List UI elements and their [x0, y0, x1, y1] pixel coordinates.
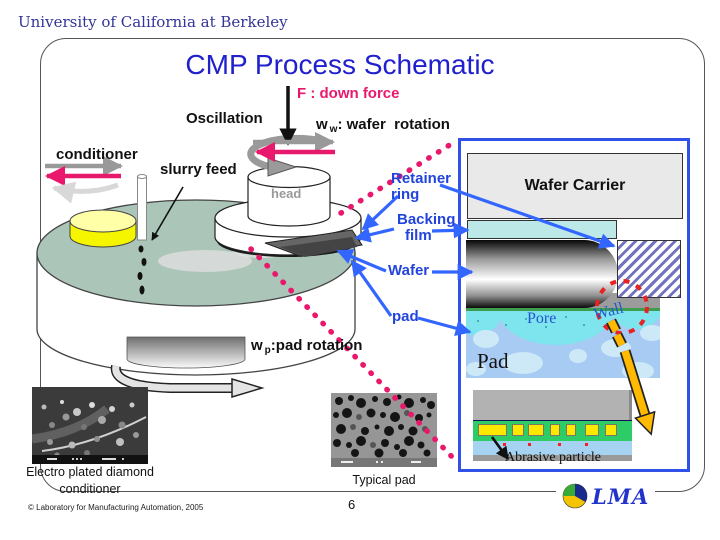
- pad-section-label: Pad: [477, 349, 509, 373]
- lma-logo-text: LMA: [592, 483, 650, 509]
- backing-film-line2: film: [405, 226, 432, 244]
- down-force-label: F : down force: [297, 85, 400, 102]
- wafer-carrier-box: Wafer Carrier: [467, 153, 683, 219]
- wall-zoom-arrow: [606, 318, 656, 436]
- oscillation-label: Oscillation: [186, 110, 263, 127]
- backing-film-callout: Backing film: [397, 212, 455, 244]
- wall-highlight-circle: [595, 279, 649, 335]
- pad-rotation-arrow: [110, 365, 265, 399]
- page-number: 6: [348, 497, 356, 512]
- institution-header: University of California at Berkeley: [18, 13, 288, 31]
- lma-pie-icon: [562, 483, 588, 509]
- abrasive-particle-pointer: [490, 436, 510, 461]
- sem-image-conditioner: [32, 387, 148, 464]
- lma-logo: LMA: [556, 483, 656, 509]
- head-label: head: [271, 186, 302, 201]
- callout-arrows: [336, 183, 616, 336]
- pad-image-caption: Typical pad: [352, 473, 416, 487]
- oscillation-arrows: [253, 131, 336, 163]
- retainer-ring-callout: Retainer ring: [391, 171, 451, 203]
- wafer-cross-section: [466, 240, 618, 308]
- sem-image-typical-pad: [331, 393, 437, 467]
- page-title: CMP Process Schematic: [185, 49, 495, 80]
- conditioner-oscillation-arrows: [44, 155, 124, 204]
- detail-wafer-block: [473, 390, 632, 420]
- wafer-carrier-label: Wafer Carrier: [524, 177, 626, 194]
- conditioner-label: conditioner: [56, 146, 138, 163]
- detail-film-layer: [473, 420, 632, 442]
- detail-slurry-layer: [473, 441, 632, 455]
- conditioner-image-caption: Electro plated diamond conditioner: [10, 464, 170, 498]
- pad-callout: pad: [392, 308, 419, 325]
- magnify-dotted-lines: [248, 138, 460, 465]
- slurry-feed-pointer: [151, 186, 184, 241]
- wafer-carrier-cross-section-panel: Wafer Carrier: [458, 138, 690, 472]
- detail-pad-strip: [473, 455, 632, 461]
- conditioner-disk: [69, 209, 137, 248]
- wafer-callout: Wafer: [388, 262, 430, 279]
- backing-film-line1: Backing: [397, 211, 456, 228]
- conditioner-caption-line2: conditioner: [59, 482, 121, 496]
- retainer-ring-line1: Retainer: [391, 170, 452, 187]
- conditioner-caption-line1: Electro plated diamond: [26, 465, 154, 479]
- abrasive-detail-box: [473, 390, 632, 461]
- slurry-puddle: [158, 250, 252, 272]
- copyright-notice: © Laboratory for Manufacturing Automatio…: [28, 503, 204, 512]
- platen-shaft: [126, 336, 246, 369]
- retainer-ring-cross-section: [617, 240, 681, 298]
- retainer-ring-line2: ring: [391, 185, 420, 203]
- pad-surface-line: [466, 308, 660, 312]
- pore-label: Pore: [527, 310, 557, 327]
- slurry-pipe: [137, 174, 147, 295]
- abrasive-particle-label: Abrasive particle: [505, 450, 602, 465]
- slurry-feed-label: slurry feed: [160, 161, 237, 178]
- slurry-droplet: [138, 245, 144, 253]
